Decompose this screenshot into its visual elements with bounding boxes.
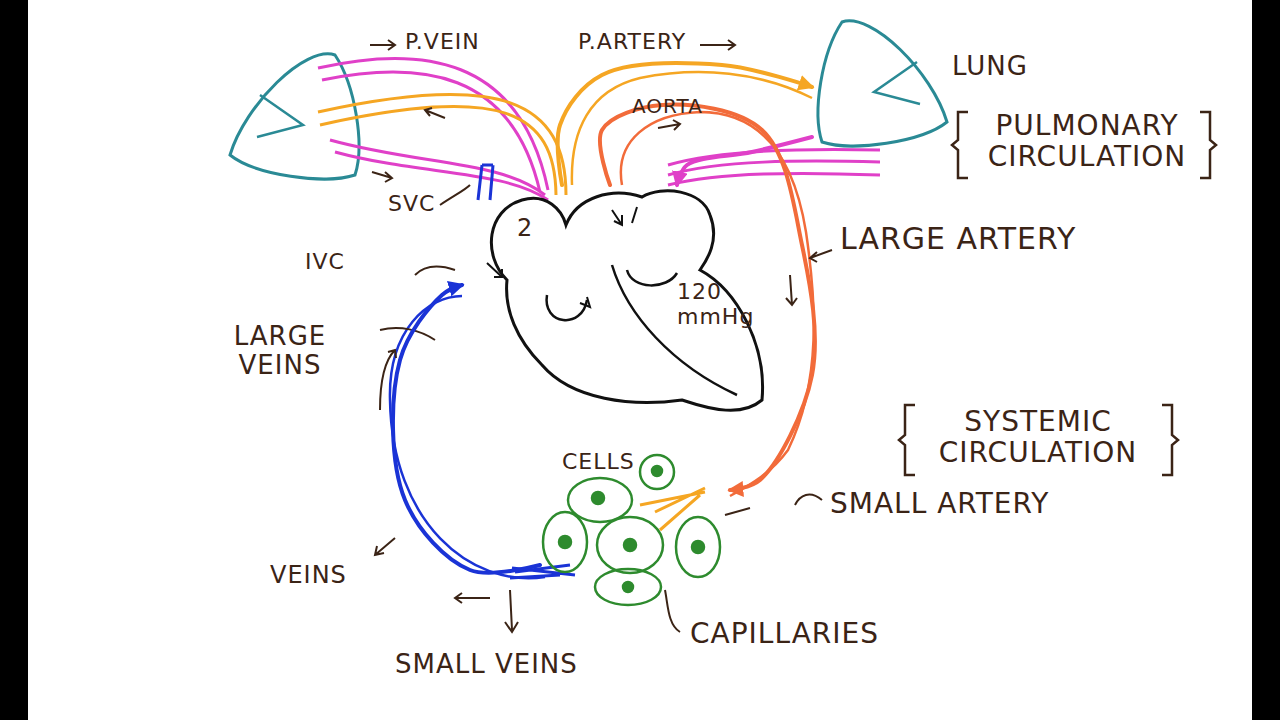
lung-node: LUNG <box>812 12 952 152</box>
node-text: 120 mmHg <box>677 280 747 329</box>
part-label: SYSTEMIC CIRCULATION <box>918 406 1158 469</box>
pulmonary-vein <box>668 173 880 185</box>
bracket <box>1162 405 1178 475</box>
flow-arrow <box>487 263 502 277</box>
part-label: P.ARTERY <box>578 30 686 55</box>
part-label: LARGE VEINS <box>225 322 335 380</box>
side-bar <box>1252 0 1280 720</box>
part-label: CAPILLARIES <box>690 618 879 649</box>
pulmonary-artery <box>572 72 812 185</box>
part-label: P.VEIN <box>405 30 480 55</box>
leader-arrow <box>375 538 395 555</box>
cells-node: CELLS <box>540 450 730 610</box>
blood-vessel <box>677 137 812 185</box>
part-label: AORTA <box>632 95 703 117</box>
pointer-arrow <box>700 40 735 50</box>
part-label: SVC <box>388 192 435 217</box>
part-label: SMALL ARTERY <box>830 488 1049 519</box>
pulmonary-artery <box>320 106 556 195</box>
leader-line <box>440 185 470 205</box>
bracket <box>1200 112 1216 178</box>
cell-nucleus <box>592 492 604 504</box>
cell-nucleus <box>624 539 636 551</box>
part-label: VEINS <box>270 562 347 589</box>
blood-vessel <box>393 285 540 573</box>
leader-arrow <box>810 250 832 262</box>
part-label: SMALL VEINS <box>395 650 578 679</box>
blood-vessel <box>558 63 812 185</box>
heart-valve <box>627 270 677 285</box>
flow-arrow <box>612 207 637 225</box>
part-label: LARGE ARTERY <box>840 222 1076 256</box>
flow-arrow <box>786 275 797 305</box>
pulmonary-vein <box>335 152 548 200</box>
cell <box>640 455 674 489</box>
leader-arrow <box>725 495 822 515</box>
heart-node: 2 120 mmHg <box>462 185 772 415</box>
flow-arrow <box>455 593 490 603</box>
leader-line <box>665 590 680 632</box>
node-text: LUNG <box>952 52 1028 81</box>
pointer-arrow <box>370 40 395 50</box>
cell <box>676 517 720 577</box>
lung-outline <box>818 21 947 146</box>
cell <box>597 517 663 573</box>
flow-arrow <box>425 108 445 118</box>
cell-nucleus <box>692 541 704 553</box>
pulmonary-vein <box>322 72 540 192</box>
part-label: PULMONARY CIRCULATION <box>972 110 1202 173</box>
cell-nucleus <box>652 466 662 476</box>
node-text: 2 <box>517 215 533 242</box>
cell-nucleus <box>623 582 633 592</box>
lung-detail <box>257 95 303 137</box>
lung-shape <box>812 12 952 152</box>
flow-arrow <box>580 297 590 307</box>
cell <box>595 569 661 605</box>
cell <box>568 478 632 522</box>
heart-valve <box>547 295 587 320</box>
cell <box>543 512 587 572</box>
pulmonary-vein <box>330 140 545 195</box>
pulmonary-artery <box>318 94 566 195</box>
cell-nucleus <box>559 536 571 548</box>
heart-outline <box>491 191 762 411</box>
side-bar <box>0 0 28 720</box>
bracket <box>899 405 915 475</box>
bracket <box>952 112 968 178</box>
leader-line <box>415 267 455 275</box>
lung-outline <box>230 54 359 179</box>
blood-vessel <box>600 105 815 490</box>
flow-arrow <box>372 172 392 182</box>
vena-cava <box>478 165 493 200</box>
lung-detail <box>874 62 920 104</box>
part-label: IVC <box>305 250 345 275</box>
node-text: CELLS <box>562 450 635 475</box>
heart-shape <box>462 185 772 415</box>
flow-arrow <box>658 120 680 130</box>
leader-arrow <box>505 590 518 632</box>
